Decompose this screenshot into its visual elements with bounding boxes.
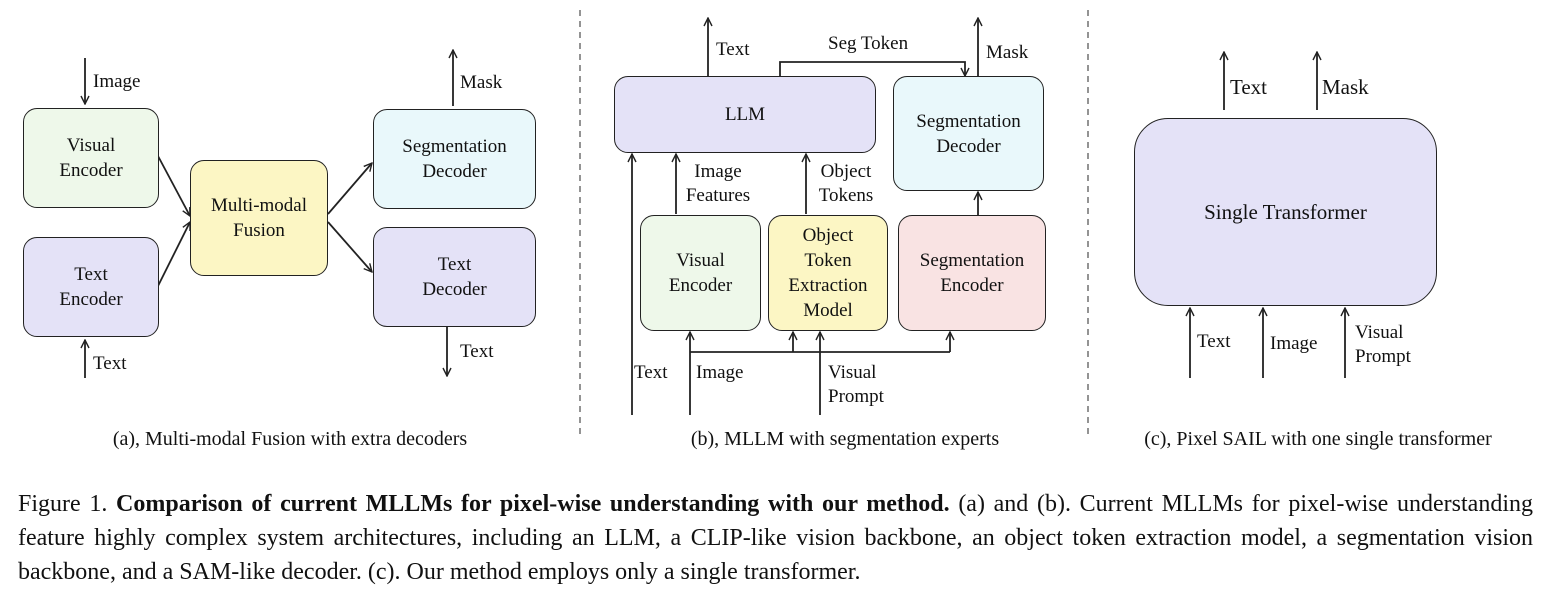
llm-box: LLM — [614, 76, 876, 153]
figure-caption-bold: Comparison of current MLLMs for pixel-wi… — [116, 491, 950, 517]
connector-arrows — [0, 10, 1549, 435]
arrow-visual-to-fusion — [157, 155, 191, 216]
arrow-fusion-to-seg — [327, 163, 372, 215]
image-input-label-a: Image — [93, 71, 141, 92]
caption-panel-c: (c), Pixel SAIL with one single transfor… — [1144, 428, 1492, 450]
text-output-label-a: Text — [460, 341, 494, 362]
arrow-text-to-fusion — [157, 222, 191, 287]
image-input-label-b: Image — [696, 362, 744, 383]
text-input-label-b: Text — [634, 362, 668, 383]
text-input-label-c: Text — [1197, 331, 1231, 352]
figure-caption-body: (a) and (b). Current MLLMs for pixel-wis… — [18, 491, 1534, 585]
figure-caption-prefix: Figure 1. — [18, 491, 117, 517]
mask-output-label-b: Mask — [986, 42, 1029, 63]
single-transformer-box: Single Transformer — [1134, 118, 1437, 306]
arrow-fusion-to-textdec — [327, 221, 372, 272]
text-input-label-a: Text — [93, 353, 127, 374]
mask-output-label-a: Mask — [460, 72, 503, 93]
text-output-label-b: Text — [716, 39, 750, 60]
arrow-seg-token — [779, 61, 965, 76]
image-input-label-c: Image — [1270, 333, 1318, 354]
text-output-label-c: Text — [1230, 75, 1268, 99]
mask-output-label-c: Mask — [1322, 75, 1369, 99]
caption-panel-b: (b), MLLM with segmentation experts — [690, 428, 1000, 450]
figure-caption: Figure 1. Comparison of current MLLMs fo… — [18, 487, 1533, 589]
seg-token-label: Seg Token — [828, 33, 909, 54]
caption-panel-a: (a), Multi-modal Fusion with extra decod… — [112, 428, 468, 450]
